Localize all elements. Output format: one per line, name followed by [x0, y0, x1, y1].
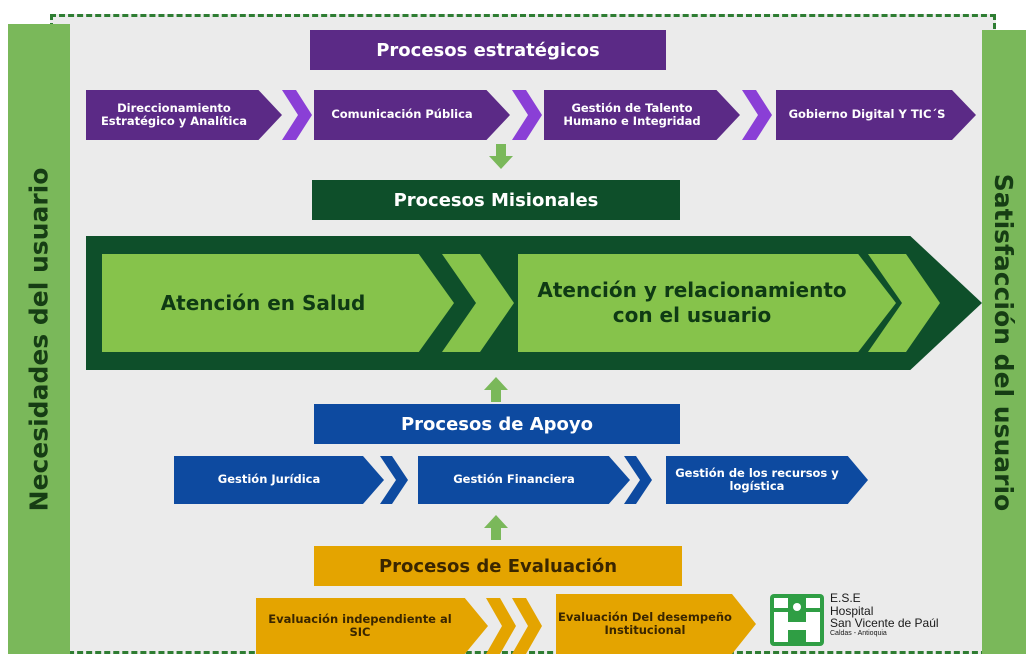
evaluacion-item-desempeno: Evaluación Del desempeño Institucional	[556, 594, 756, 654]
estrategicos-title: Procesos estratégicos	[376, 39, 600, 61]
apoyo-chevron-2	[624, 456, 652, 504]
apoyo-item-label: Gestión de los recursos y logística	[675, 465, 839, 493]
apoyo-header: Procesos de Apoyo	[314, 404, 680, 444]
apoyo-item-juridica: Gestión Jurídica	[174, 456, 384, 504]
logo-line-3: San Vicente de Paúl	[830, 616, 939, 631]
hospital-logo-mark	[770, 594, 824, 646]
logo-line-4: Caldas - Antioquia	[830, 629, 887, 637]
misionales-chevron-2	[868, 254, 940, 352]
estrategicos-item-direccionamiento: Direccionamiento Estratégico y Analítica	[86, 90, 282, 140]
misionales-item-atencion-usuario: Atención y relacionamiento con el usuari…	[518, 254, 896, 352]
estrategicos-chevron-1	[282, 90, 312, 140]
evaluacion-title: Procesos de Evaluación	[378, 555, 618, 577]
right-sidebar: Satisfacción del usuario	[982, 30, 1026, 654]
estrategicos-item-label: Gobierno Digital Y TIC´S	[788, 107, 946, 122]
estrategicos-item-gobierno-digital: Gobierno Digital Y TIC´S	[776, 90, 976, 140]
misionales-item-label: Atención y relacionamiento con el usuari…	[537, 278, 847, 327]
apoyo-chevron-1	[380, 456, 408, 504]
apoyo-item-financiera: Gestión Financiera	[418, 456, 630, 504]
logo-line-1: E.S.E	[830, 591, 861, 605]
misionales-item-atencion-salud: Atención en Salud	[102, 254, 454, 352]
apoyo-item-label: Gestión Jurídica	[217, 472, 321, 487]
misionales-item-label: Atención en Salud	[160, 291, 366, 315]
left-sidebar-label: Necesidades del usuario	[24, 167, 54, 511]
apoyo-item-recursos: Gestión de los recursos y logística	[666, 456, 868, 504]
estrategicos-item-talento: Gestión de Talento Humano e Integridad	[544, 90, 740, 140]
misionales-chevron-1	[442, 254, 514, 352]
evaluacion-item-sic: Evaluación independiente al SIC	[256, 598, 488, 654]
estrategicos-item-label: Gestión de Talento Humano e Integridad	[563, 100, 701, 128]
estrategicos-header: Procesos estratégicos	[310, 30, 666, 70]
apoyo-item-label: Gestión Financiera	[453, 472, 575, 487]
estrategicos-item-label: Comunicación Pública	[331, 107, 473, 122]
misionales-title: Procesos Misionales	[393, 189, 599, 211]
logo-line-2: Hospital	[830, 603, 874, 618]
evaluacion-header: Procesos de Evaluación	[314, 546, 682, 586]
evaluacion-item-label: Evaluación Del desempeño Institucional	[558, 609, 732, 637]
misionales-header: Procesos Misionales	[312, 180, 680, 220]
estrategicos-chevron-3	[742, 90, 772, 140]
left-sidebar: Necesidades del usuario	[8, 24, 70, 654]
up-arrow-icon	[484, 377, 508, 402]
evaluacion-chevron-1	[486, 598, 542, 654]
right-sidebar-label: Satisfacción del usuario	[989, 173, 1019, 511]
hospital-logo: E.S.E Hospital San Vicente de Paúl Calda…	[770, 592, 980, 650]
apoyo-title: Procesos de Apoyo	[400, 413, 593, 435]
estrategicos-chevron-2	[512, 90, 542, 140]
down-arrow-icon	[489, 144, 513, 169]
estrategicos-item-label: Direccionamiento Estratégico y Analítica	[100, 100, 248, 128]
up-arrow-icon	[484, 515, 508, 540]
estrategicos-item-comunicacion: Comunicación Pública	[314, 90, 510, 140]
evaluacion-item-label: Evaluación independiente al SIC	[268, 611, 452, 639]
